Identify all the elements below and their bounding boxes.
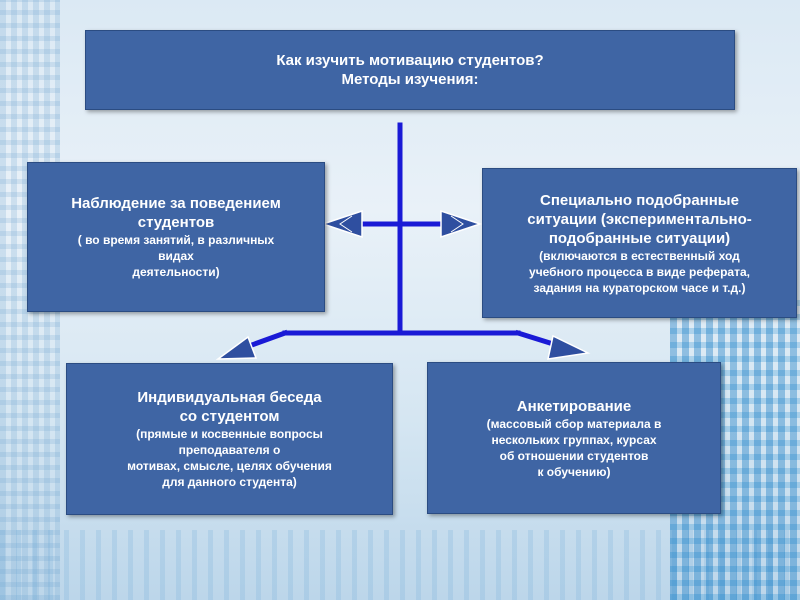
method-observation-note: ( во время занятий, в различных видах де…	[77, 233, 275, 279]
background-pattern-bottom	[0, 530, 800, 600]
method-special-situations-box: Специально подобранные ситуации (экспери…	[482, 168, 797, 318]
method-observation-title: Наблюдение за поведением студентов	[71, 195, 281, 231]
method-interview-title: Индивидуальная беседа со студентом	[137, 389, 322, 425]
method-observation-box: Наблюдение за поведением студентов ( во …	[27, 162, 325, 312]
main-question-title: Как изучить мотивацию студентов? Методы …	[276, 52, 544, 88]
main-question-box: Как изучить мотивацию студентов? Методы …	[85, 30, 735, 110]
arrow-left-head	[320, 209, 363, 239]
method-interview-note: (прямые и косвенные вопросы преподавател…	[127, 427, 332, 489]
method-questionnaire-note: (массовый сбор материала в нескольких гр…	[486, 416, 662, 479]
arrow-bottom-right-head	[547, 334, 591, 360]
method-questionnaire-box: Анкетирование (массовый сбор материала в…	[427, 362, 721, 514]
arrow-bottom-left-head	[215, 335, 258, 360]
method-special-situations-title: Специально подобранные ситуации (экспери…	[527, 191, 752, 247]
method-questionnaire-title: Анкетирование	[516, 397, 632, 415]
method-special-situations-note: (включаются в естественный ход учебного …	[529, 248, 750, 295]
arrow-right-head	[440, 209, 483, 239]
method-interview-box: Индивидуальная беседа со студентом (прям…	[66, 363, 393, 515]
